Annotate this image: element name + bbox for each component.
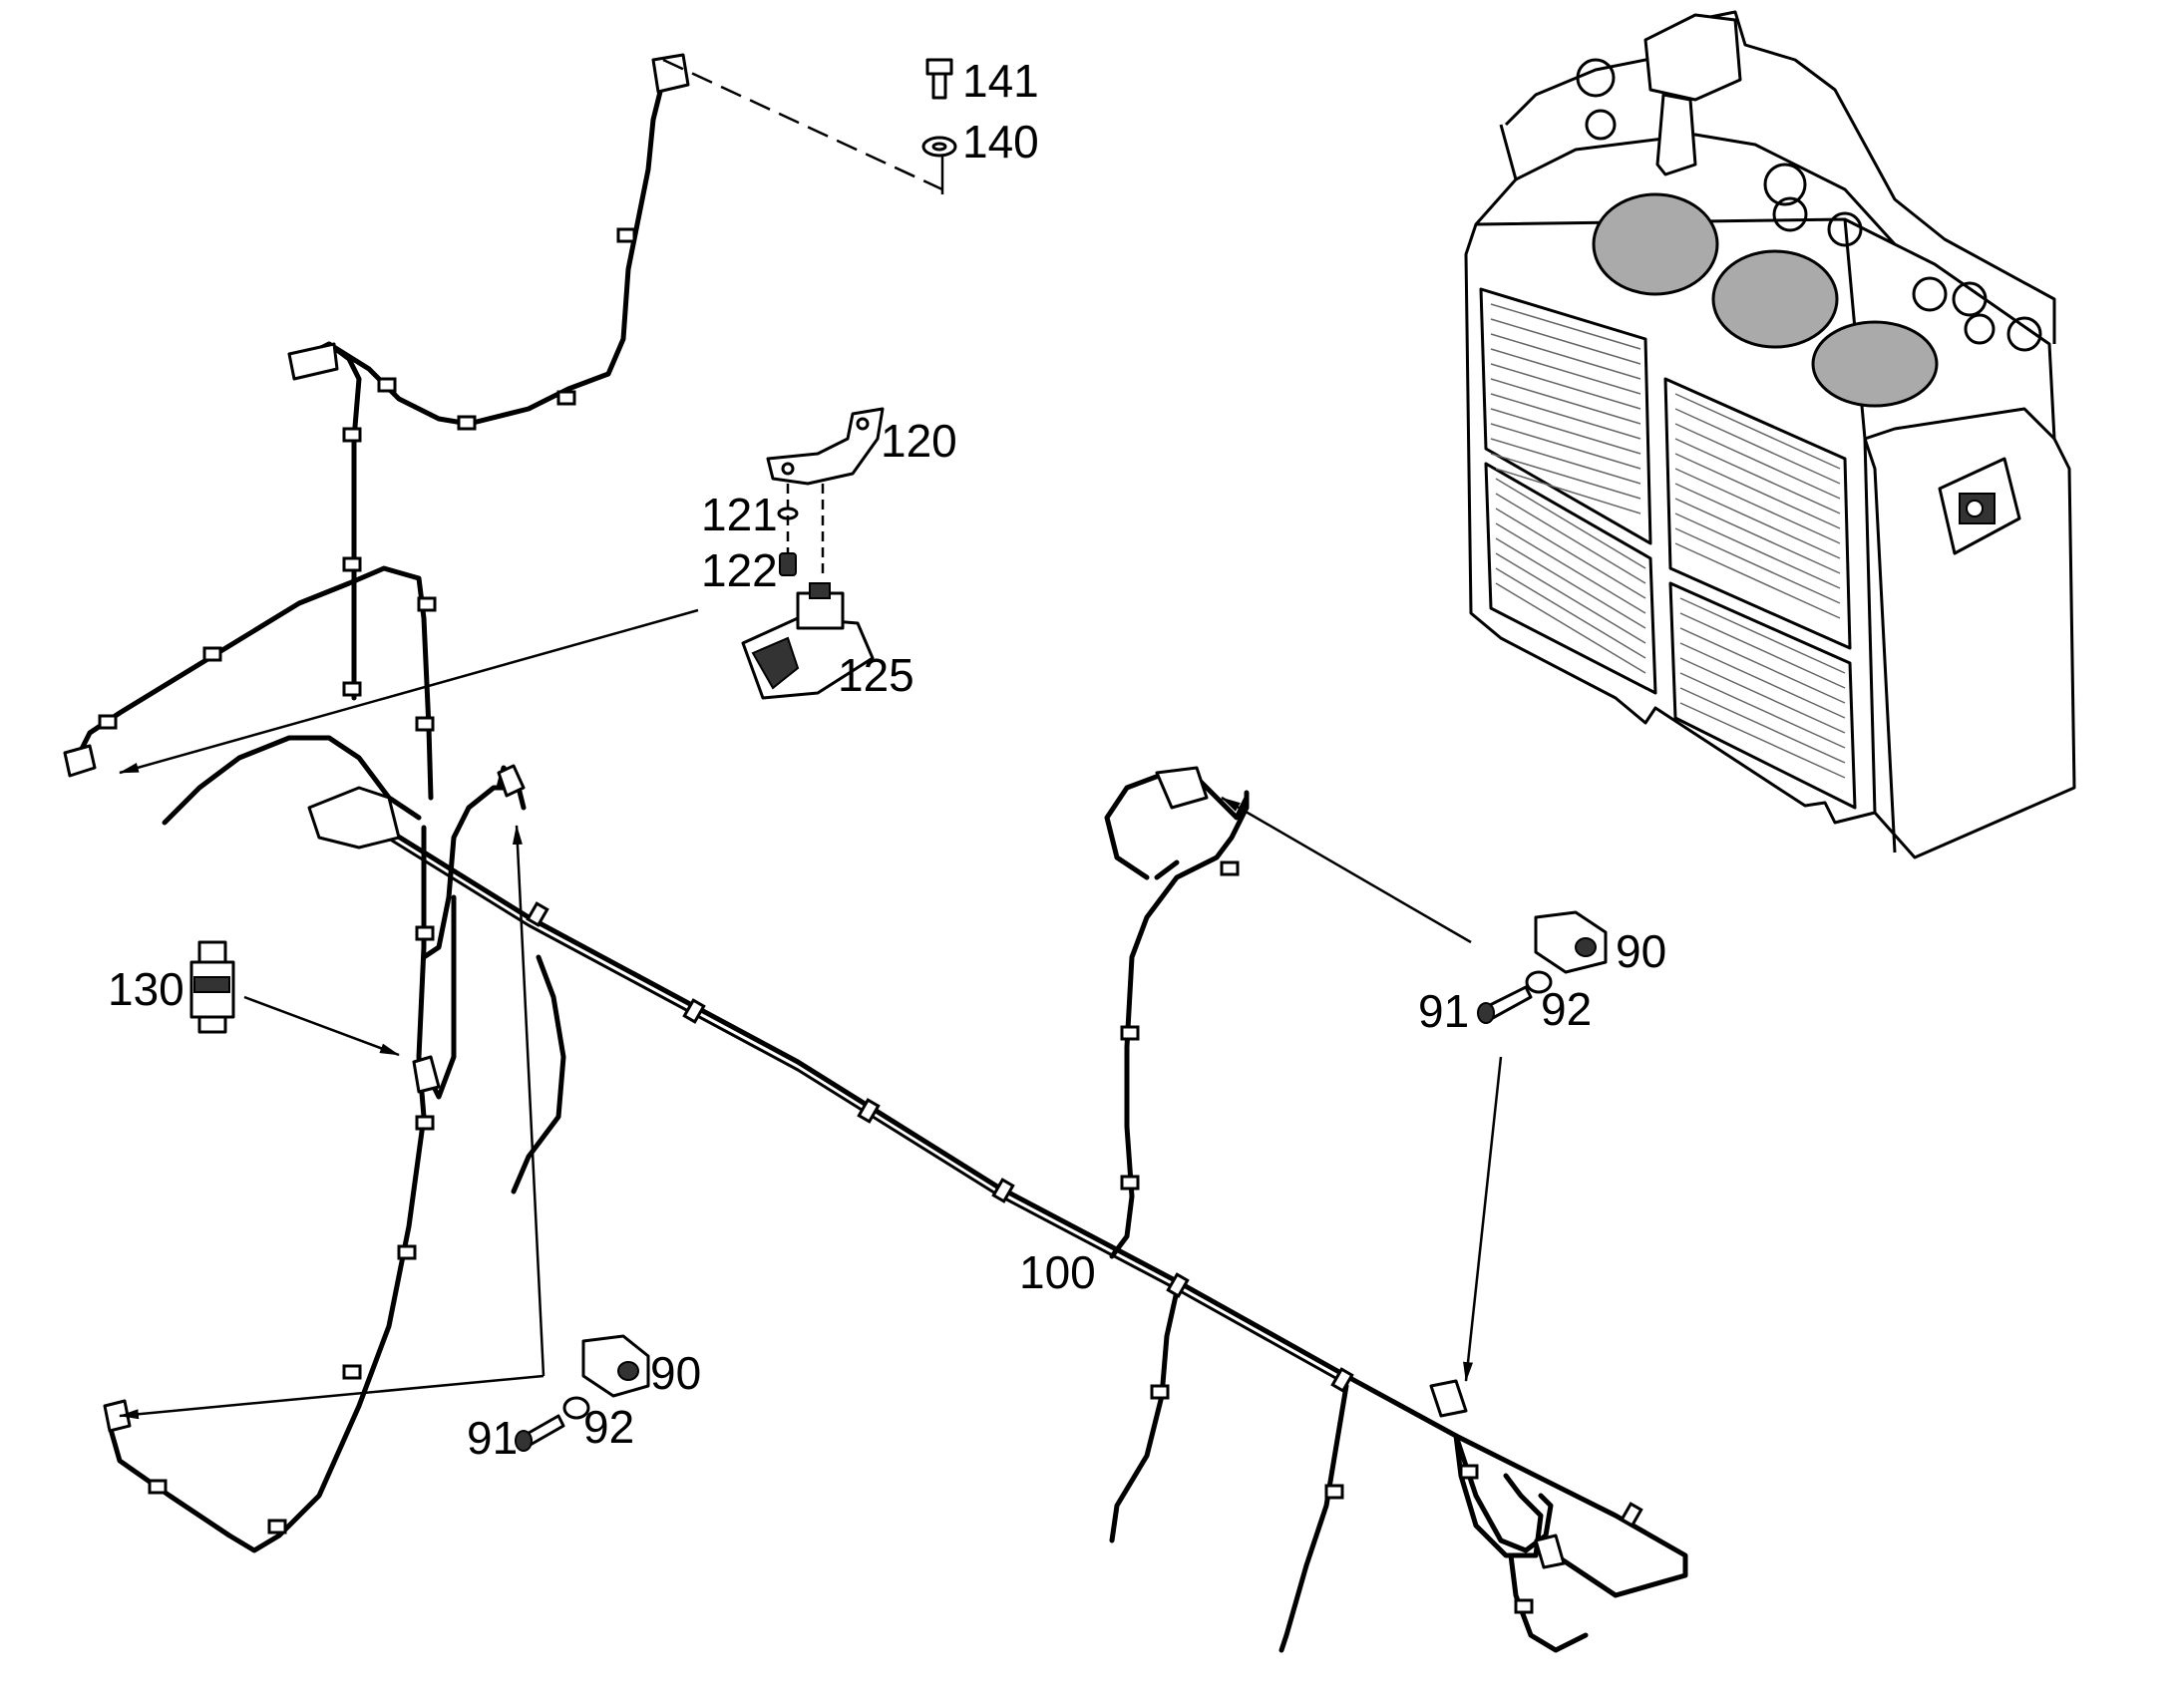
engine-unit xyxy=(1464,10,2076,859)
clip-90-right xyxy=(1534,910,1608,974)
label-90-left: 90 xyxy=(650,1347,701,1399)
fan-grille-2 xyxy=(1711,249,1839,349)
label-92-left: 92 xyxy=(583,1401,634,1453)
bolt-91-right xyxy=(1477,985,1533,1024)
label-90-right: 90 xyxy=(1616,925,1666,977)
label-120: 120 xyxy=(881,415,957,467)
washer-92-right xyxy=(1525,970,1553,994)
label-92-right: 92 xyxy=(1541,983,1592,1035)
label-122: 122 xyxy=(701,544,778,596)
label-100: 100 xyxy=(1019,1246,1096,1298)
washer-92-left xyxy=(562,1396,590,1420)
engine-connector xyxy=(1938,457,2021,555)
clip-90-left xyxy=(581,1334,650,1398)
component-125 xyxy=(741,582,875,700)
bolt-91-left xyxy=(515,1414,565,1452)
lower-right-connector xyxy=(1429,1379,1468,1418)
bracket-connector-upper xyxy=(287,342,339,381)
bracket-120 xyxy=(766,407,885,486)
top-connector xyxy=(651,53,690,94)
label-140: 140 xyxy=(962,116,1039,168)
harness-clips xyxy=(98,227,1643,1614)
washer-140 xyxy=(921,136,957,158)
label-91-right: 91 xyxy=(1418,985,1469,1037)
junction-block xyxy=(307,786,401,850)
harness-connectors xyxy=(63,53,1566,1569)
part-labels: 141 140 120 121 122 125 130 100 90 91 92… xyxy=(108,55,1666,1464)
screw-122 xyxy=(779,552,797,576)
main-harness xyxy=(72,62,1688,1653)
label-121: 121 xyxy=(701,489,778,540)
label-130: 130 xyxy=(108,963,184,1015)
label-141: 141 xyxy=(962,55,1039,107)
bolt-141 xyxy=(925,58,953,100)
fan-grille-3 xyxy=(1811,320,1939,408)
upper-right-connector xyxy=(1155,766,1209,810)
sensor-130 xyxy=(189,940,235,1034)
leader-lines xyxy=(119,58,1503,1420)
sensor-socket xyxy=(412,1055,441,1094)
fan-grille-1 xyxy=(1592,192,1719,296)
label-91-left: 91 xyxy=(467,1412,518,1464)
label-125: 125 xyxy=(838,649,914,701)
